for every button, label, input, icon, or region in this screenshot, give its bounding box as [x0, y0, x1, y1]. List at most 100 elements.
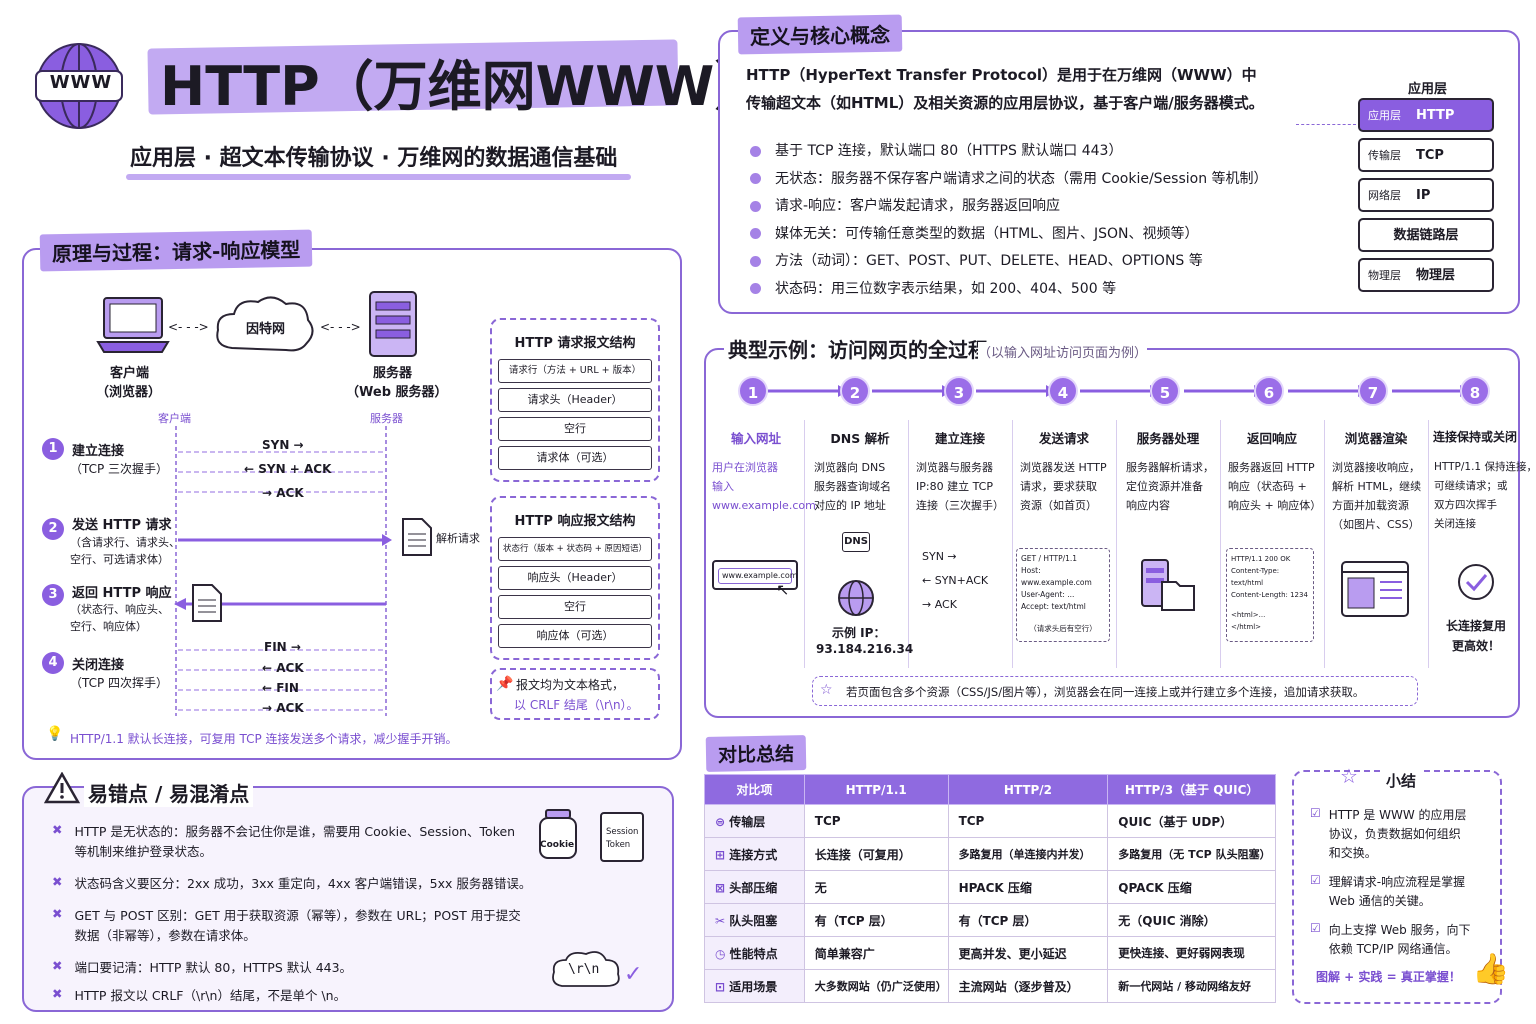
session-label: Session Token [606, 827, 639, 850]
crlf-cloud-icon [552, 951, 620, 987]
request-structure-title: HTTP 请求报文结构 [514, 336, 636, 351]
url-text: www.example.com [718, 568, 798, 584]
pitfall-item: ✖HTTP 报文以 CRLF（\r\n）结尾，不是单个 \n。 [52, 986, 531, 1006]
definition-bullet: 媒体无关：可传输任意类型的数据（HTML、图片、JSON、视频等） [750, 221, 1268, 249]
pitfall-item: ✖端口要记清：HTTP 默认 80，HTTPS 默认 443。 [52, 958, 531, 978]
comparison-header-row: 对比项 HTTP/1.1 HTTP/2 HTTP/3（基于 QUIC） [704, 774, 1276, 805]
example-step-badge-8: 8 [1460, 376, 1490, 406]
definition-bullet: 基于 TCP 连接，默认端口 80（HTTPS 默认端口 443） [750, 138, 1268, 166]
bullet-dot-icon [750, 255, 761, 267]
example-step-title-3: 建立连接 [934, 431, 985, 446]
cookie-label: Cookie [540, 840, 575, 850]
teardown-ack: ← ACK [262, 661, 304, 675]
comparison-cell: HPACK 压缩 [947, 870, 1109, 904]
definition-intro-1: HTTP（HyperText Transfer Protocol）是用于在万维网… [746, 66, 1257, 84]
example-divider [1220, 420, 1221, 668]
parse-request-label: 解析请求 [436, 532, 480, 545]
layer-physical: 物理层物理层 [1358, 258, 1494, 292]
comparison-cell: ⊜ 传输层 [704, 804, 805, 838]
example-step-title-8: 连接保持或关闭 [1432, 430, 1517, 444]
scenario-icon: ⊡ [715, 979, 730, 994]
step-badge-3: 3 [42, 584, 64, 606]
comparison-cell: ⊠ 头部压缩 [704, 870, 805, 904]
request-sample-line: User-Agent: ... [1021, 590, 1075, 599]
blocked-icon: ✂ [715, 913, 730, 928]
x-icon: ✖ [52, 986, 63, 1001]
text-format-note [490, 668, 660, 720]
example-bottom-note-box [812, 676, 1418, 706]
comparison-title: 对比总结 [705, 735, 807, 772]
summary-item: ☑向上支撑 Web 服务，向下 依赖 TCP/IP 网络通信。 [1310, 921, 1471, 959]
step-badge-1: 1 [42, 438, 64, 460]
pitfalls-title: 易错点 / 易混淆点 [84, 778, 254, 807]
step-title-2: 发送 HTTP 请求 [72, 518, 172, 533]
step-desc-2: （含请求行、请求头、 空行、可选请求体） [70, 536, 180, 566]
server-label: 服务器 [373, 366, 413, 381]
comparison-cell: ✂ 队头阻塞 [704, 903, 805, 937]
example-step-desc-8: HTTP/1.1 保持连接， 可继续请求；或 双方四次挥手 关闭连接 [1434, 461, 1536, 530]
request-sample-line: GET / HTTP/1.1 [1021, 554, 1078, 563]
thumbs-up-icon: 👍 [1472, 952, 1510, 987]
definition-bullets: 基于 TCP 连接，默认端口 80（HTTPS 默认端口 443） 无状态：服务… [750, 138, 1268, 304]
client-sublabel: （浏览器） [96, 385, 162, 400]
teardown-ack2: → ACK [262, 701, 304, 715]
status-line-row: 状态行（版本 + 状态码 + 原因短语） [498, 537, 652, 561]
client-cloud-arrow: <- - -> [168, 320, 209, 334]
document-response-icon [192, 584, 222, 622]
example-ip-value: 93.184.216.34 [816, 642, 914, 656]
example-panel [704, 348, 1520, 718]
summary-list: ☑HTTP 是 WWW 的应用层 协议，负责数据如何组织 和交换。 ☑理解请求-… [1310, 806, 1471, 959]
comparison-cell: 无 [803, 870, 949, 904]
comparison-cell: 主流网站（逐步普及） [947, 969, 1109, 1003]
warning-icon [44, 772, 80, 804]
handshake-ack: → ACK [262, 486, 304, 500]
response-structure-title: HTTP 响应报文结构 [514, 514, 636, 529]
response-sample-line: Content-Type: text/html [1231, 567, 1280, 587]
principle-title: 原理与过程：请求-响应模型 [39, 229, 313, 272]
cursor-icon: ↖ [776, 580, 790, 599]
request-structure: HTTP 请求报文结构 请求行（方法 + URL + 版本） 请求头（Heade… [490, 318, 660, 482]
example-final-note: 长连接复用 更高效！ [1445, 619, 1506, 653]
x-icon: ✖ [52, 822, 63, 837]
pitfalls-list: ✖HTTP 是无状态的：服务器不会记住你是谁，需要用 Cookie、Sessio… [52, 822, 531, 1006]
response-sample-line: Content-Length: 1234 [1231, 591, 1308, 599]
lane-server-label: 服务器 [370, 412, 403, 425]
comparison-cell: QUIC（基于 UDP） [1107, 804, 1276, 838]
example-step-desc-1: 用户在浏览器 输入 www.example.com [712, 461, 816, 512]
comparison-cell: ◷ 性能特点 [704, 936, 805, 970]
response-sample: HTTP/1.1 200 OK Content-Type: text/html … [1226, 548, 1314, 642]
example-synack: ← SYN+ACK [922, 574, 989, 587]
example-divider [1116, 420, 1117, 668]
comparison-cell: ⊞ 连接方式 [704, 837, 805, 871]
example-step-badge-4: 4 [1048, 376, 1078, 406]
example-arrow-track [768, 385, 1470, 397]
response-sample-line: HTTP/1.1 200 OK [1231, 555, 1291, 563]
example-divider [804, 420, 805, 668]
comparison-cell: 多路复用（单连接内并发） [947, 837, 1109, 871]
text-format-note-2: 以 CRLF 结尾（\r\n）。 [514, 698, 639, 712]
table-row: ⊜ 传输层 TCP TCP QUIC（基于 UDP） [704, 804, 1276, 838]
star-badge-icon: ☆ [1340, 764, 1358, 788]
comparison-cell: 无（QUIC 消除） [1107, 903, 1276, 937]
step-title-1: 建立连接 [72, 444, 125, 459]
check-icon: ☑ [1310, 873, 1321, 887]
stack-connector [1296, 124, 1356, 125]
comparison-header: HTTP/2 [947, 774, 1109, 805]
bullet-dot-icon [750, 283, 761, 295]
network-icon: ⊞ [715, 847, 730, 862]
example-divider [1428, 420, 1429, 668]
globe-icon [838, 580, 874, 616]
summary-title: 小结 [1382, 770, 1421, 791]
step-title-3: 返回 HTTP 响应 [72, 586, 172, 601]
lightbulb-icon: 💡 [46, 726, 64, 742]
teardown-fin2: ← FIN [262, 681, 299, 695]
request-sample-line: Host: www.example.com [1021, 566, 1092, 587]
subtitle-underline [126, 174, 631, 180]
bullet-dot-icon [750, 200, 761, 212]
step-desc-3: （状态行、响应头、 空行、响应体） [70, 603, 169, 633]
check-circle-icon [1458, 564, 1494, 600]
comparison-cell: QPACK 压缩 [1107, 870, 1276, 904]
definition-title: 定义与核心概念 [737, 14, 903, 55]
comparison-header: HTTP/3（基于 QUIC） [1107, 774, 1276, 805]
